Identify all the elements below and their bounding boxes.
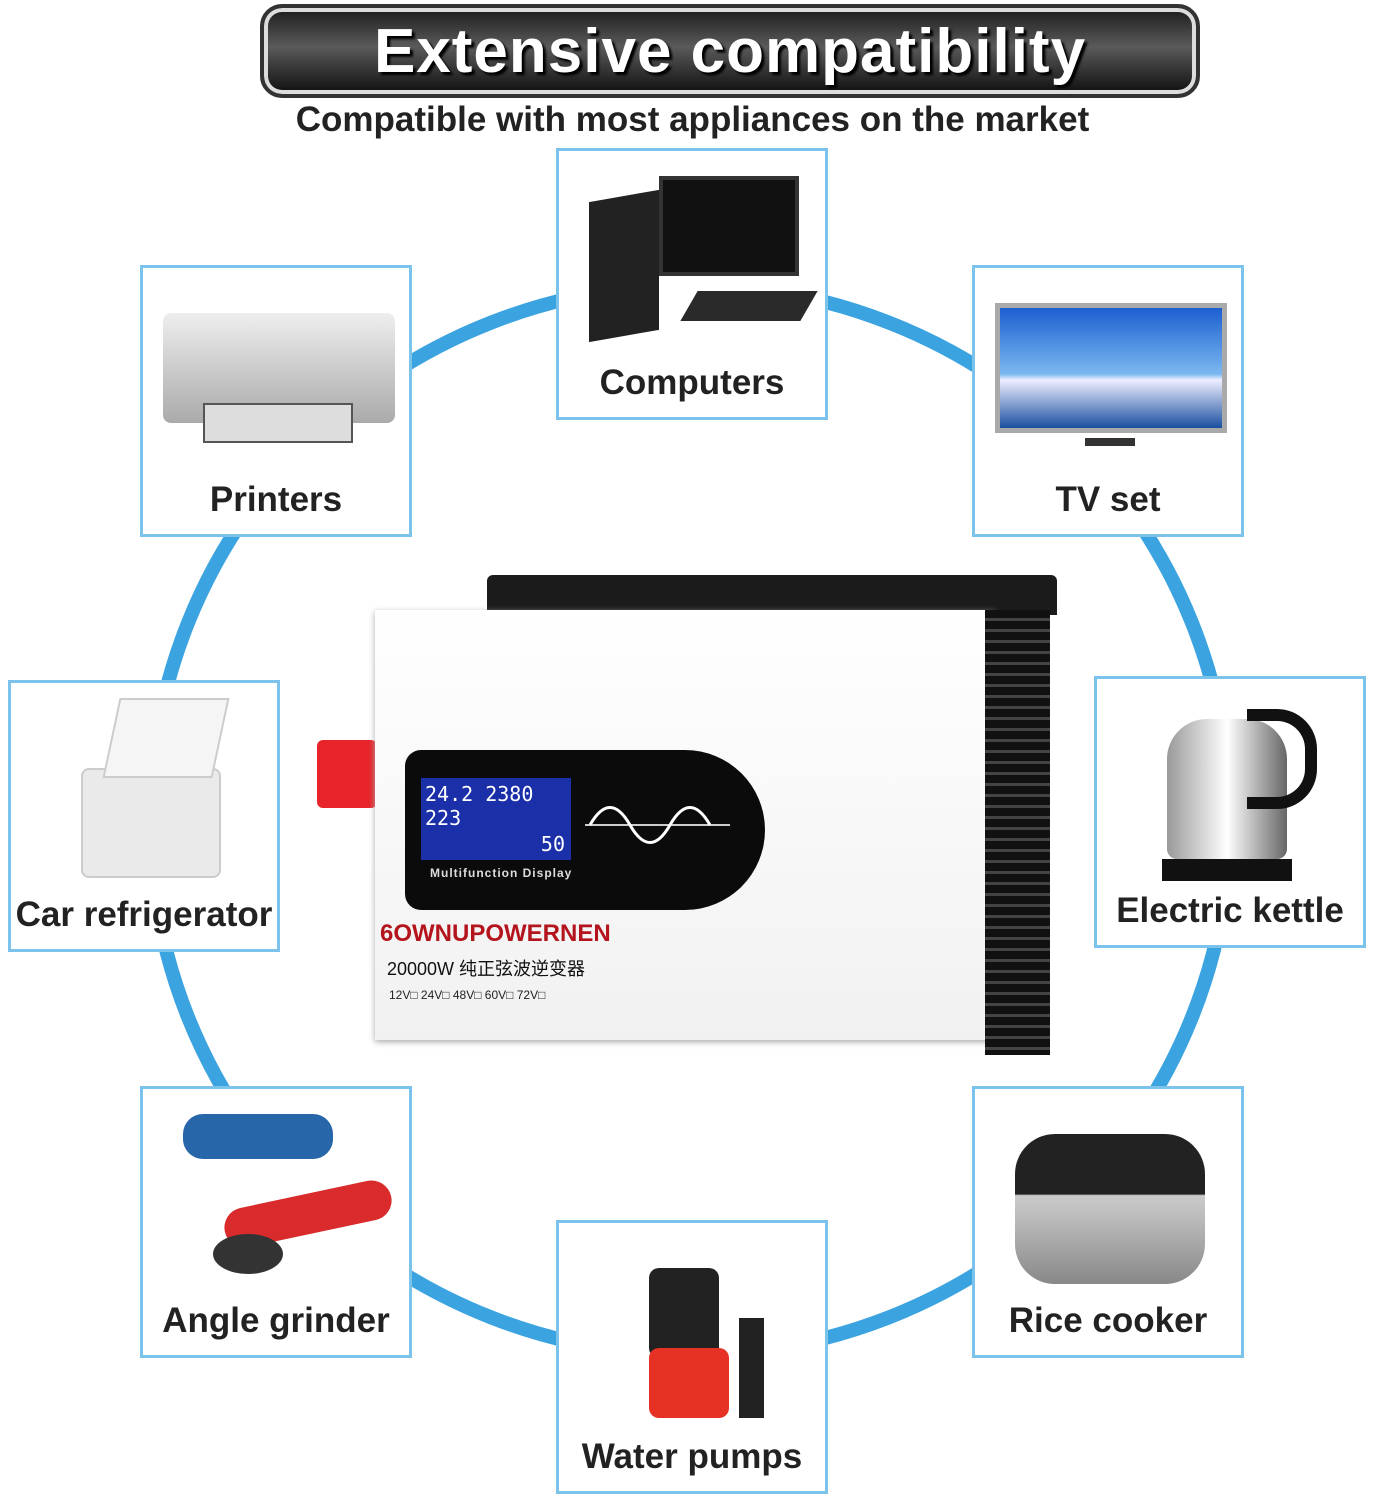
printer-icon [163, 283, 395, 464]
card-water-pumps: Water pumps [556, 1220, 828, 1494]
card-label: Printers [209, 480, 343, 519]
model-label: 20000W 纯正弦波逆变器 [387, 959, 586, 979]
card-label: Water pumps [581, 1437, 803, 1476]
tv-icon [995, 283, 1227, 464]
card-tv: TV set [972, 265, 1244, 537]
cooler-icon [31, 698, 257, 879]
title: Extensive compatibility [373, 16, 1087, 86]
subtitle: Compatible with most appliances on the m… [295, 100, 1090, 139]
card-electric-kettle: Electric kettle [1094, 676, 1366, 948]
power: 2380 [485, 782, 534, 806]
dc-voltage: 24.2 [425, 782, 474, 806]
card-computers: Computers [556, 148, 828, 420]
card-angle-grinder: Angle grinder [140, 1086, 412, 1358]
brand-label: 6OWNUPOWERNEN [380, 920, 611, 947]
card-printers: Printers [140, 265, 412, 537]
frequency: 50 [540, 832, 565, 856]
card-label: TV set [1055, 480, 1161, 519]
computer-icon [579, 166, 818, 347]
rice-cooker-icon [995, 1104, 1221, 1285]
card-label: Computers [599, 363, 785, 402]
card-label: Rice cooker [1008, 1301, 1208, 1340]
voltage-options: 12V□ 24V□ 48V□ 60V□ 72V□ [389, 988, 546, 1002]
lcd-screen: 24.2 2380 223 50 [421, 778, 571, 860]
terminal [317, 740, 377, 808]
title-banner: Extensive compatibility [260, 4, 1200, 98]
outlet-side [985, 610, 1050, 1055]
ac-voltage: 223 [425, 806, 462, 830]
card-label: Electric kettle [1116, 891, 1344, 930]
card-label: Angle grinder [162, 1301, 390, 1340]
water-pump-icon [579, 1238, 805, 1421]
inverter-image: 24.2 2380 223 50 Multifunction Display 6… [317, 575, 1057, 1060]
drill-grinder-icon [163, 1104, 396, 1285]
sine-wave-icon [585, 806, 730, 844]
kettle-icon [1117, 694, 1343, 881]
card-label: Car refrigerator [15, 895, 273, 934]
display-panel: 24.2 2380 223 50 Multifunction Display [405, 750, 765, 910]
card-car-refrigerator: Car refrigerator [8, 680, 280, 952]
card-rice-cooker: Rice cooker [972, 1086, 1244, 1358]
display-label: Multifunction Display [430, 866, 573, 880]
